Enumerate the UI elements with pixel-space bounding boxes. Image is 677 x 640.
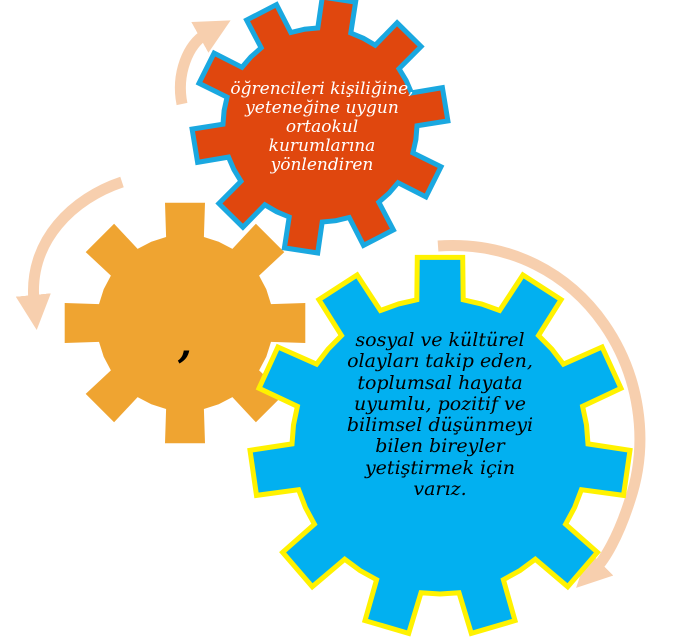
blue-line: bilimsel düşünmeyi bbox=[346, 414, 534, 437]
blue-line: varız. bbox=[413, 477, 467, 500]
yellow-gear bbox=[64, 202, 306, 444]
orange-gear bbox=[189, 0, 451, 256]
blue-line: uyumlu, pozitif ve bbox=[353, 392, 527, 415]
blue-line: bilen bireyler bbox=[375, 435, 505, 458]
orange-line: yönlendiren bbox=[270, 155, 374, 176]
orange-line: öğrencileri kişiliğine, bbox=[230, 79, 414, 99]
blue-line: olayları takip eden, bbox=[347, 350, 533, 373]
blue-line: sosyal ve kültürel bbox=[355, 329, 525, 351]
orange-line: yeteneğine uygun bbox=[245, 98, 399, 119]
cycle-arrow-left bbox=[15, 176, 124, 331]
cycle-arrow-right bbox=[437, 240, 646, 588]
orange-line: kurumlarına bbox=[268, 136, 376, 157]
blue-line: yetiştirmek için bbox=[364, 456, 516, 479]
blue-gear bbox=[247, 254, 633, 637]
blue-line: toplumsal hayata bbox=[357, 371, 523, 394]
orange-line: ortaokul bbox=[285, 117, 359, 138]
yellow-gear-text: , bbox=[160, 320, 210, 367]
cycle-arrow-top bbox=[174, 20, 231, 106]
yellow-line: , bbox=[178, 320, 192, 367]
